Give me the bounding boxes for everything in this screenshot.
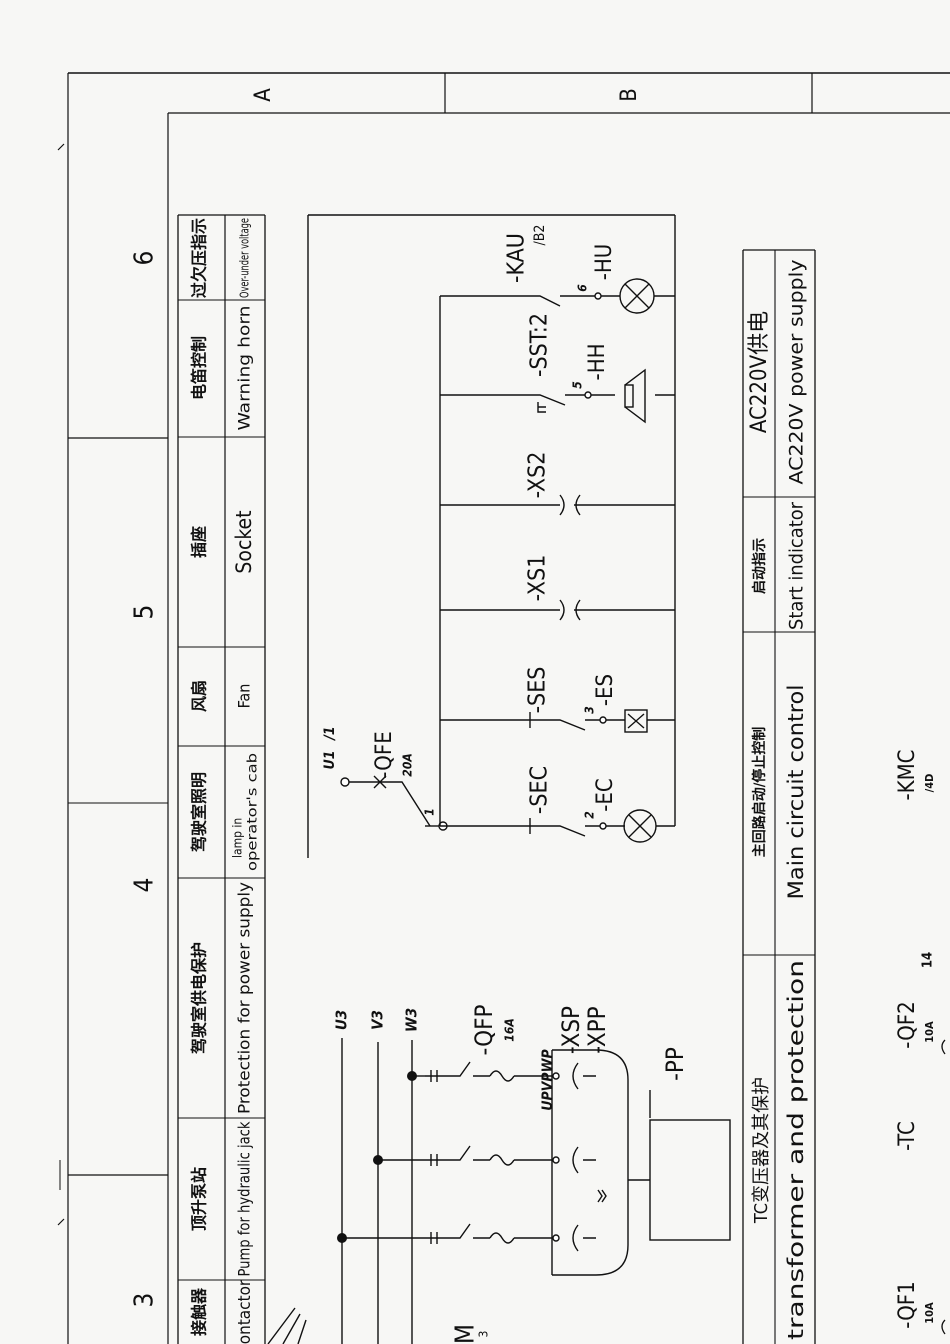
header-horn-en: Warning horn (235, 306, 254, 431)
label-kau-ref: /B2 (532, 225, 548, 246)
grid-row-b: B (617, 88, 642, 102)
label-kmc-ref: /4D (923, 774, 936, 793)
grid-col-4: 4 (130, 878, 160, 893)
label-xs2: -XS2 (525, 452, 551, 499)
label-v3: V3 (369, 1010, 387, 1030)
label-node-2: 2 (583, 811, 597, 819)
label-ses: -SES (525, 667, 551, 714)
footer-main-control-en: Main circuit control (784, 685, 808, 900)
footer-transformer-zh: TC变压器及其保护 (751, 1077, 772, 1224)
header-horn-zh: 电笛控制 (190, 336, 209, 400)
label-hh: -HH (585, 344, 610, 381)
label-qfe: -QFE (372, 731, 397, 778)
label-phases: UPVPWP (540, 1048, 556, 1110)
label-node-14: 14 (921, 952, 936, 968)
header-socket-en: Socket (232, 510, 256, 573)
label-node-5: 5 (571, 381, 585, 389)
header-voltage-en: Over-under voltage (238, 218, 252, 298)
label-qf2-rating: 10A (923, 1021, 936, 1043)
header-cab-lamp-en: lamp in (231, 818, 245, 858)
label-qf1-rating: 10A (923, 1302, 936, 1324)
pump-circuit (267, 1038, 731, 1344)
sheet-frame (67, 72, 950, 1344)
bottom-right-fragments (941, 1039, 946, 1335)
label-ec: -EC (593, 778, 618, 811)
header-contactor-en: ontactor (235, 1279, 255, 1344)
footer-main-control-zh: 主回路启动/停止控制 (751, 727, 768, 858)
label-qfp: -QFP (470, 1004, 498, 1055)
label-u1: U1 (322, 751, 338, 770)
label-qf2: -QF2 (895, 1001, 920, 1049)
label-u1-ref: /1 (322, 726, 338, 741)
footer-ac220-en: AC220V power supply (786, 260, 808, 485)
grid-col-3: 3 (130, 1293, 160, 1308)
label-kmc: -KMC (895, 749, 920, 800)
header-voltage-zh: 过欠压指示 (190, 218, 209, 298)
label-sec: -SEC (527, 766, 553, 814)
header-cab-power-en: Protection for power supply (235, 881, 254, 1114)
header-contactor-zh: 接触器 (190, 1287, 209, 1336)
footer-ac220-zh: AC220V供电 (747, 311, 772, 433)
label-tc: -TC (895, 1121, 920, 1151)
grid-row-a: A (251, 88, 276, 102)
header-fan-zh: 风扇 (190, 680, 209, 712)
label-m: M (451, 1324, 481, 1344)
header-cab-power-zh: 驾驶室供电保护 (190, 942, 209, 1055)
label-m-sub: 3 (477, 1331, 491, 1338)
label-u3: U3 (333, 1010, 351, 1030)
footer-table (742, 249, 816, 1344)
label-node-3: 3 (583, 706, 597, 714)
label-node-1: 1 (423, 808, 437, 816)
grid-col-6: 6 (130, 251, 160, 266)
footer-start-indicator-zh: 启动指示 (751, 538, 768, 594)
label-node-6: 6 (576, 284, 590, 292)
label-es: -ES (593, 674, 618, 706)
header-pump-zh: 顶升泵站 (190, 1167, 209, 1231)
label-qfe-rating: 20A (401, 753, 415, 776)
label-qfp-rating: 16A (503, 1018, 517, 1041)
header-socket-zh: 插座 (190, 526, 209, 558)
header-fan-en: Fan (235, 684, 254, 709)
header-table (177, 214, 266, 1344)
label-sst: -SST:2 (527, 313, 553, 377)
footer-transformer-en: transformer and protection (784, 960, 808, 1340)
footer-start-indicator-en: Start indicator (786, 501, 808, 630)
header-cab-lamp-en2: operator's cab (246, 753, 261, 871)
label-pp: -PP (661, 1047, 689, 1081)
label-w3: W3 (403, 1008, 421, 1032)
ac220-circuit (307, 214, 676, 858)
edge-marks (57, 143, 65, 1226)
label-xs1: -XS1 (525, 555, 551, 602)
header-cab-lamp-zh: 驾驶室照明 (190, 772, 209, 853)
label-kau: -KAU (504, 233, 530, 283)
label-xpp: -XPP (583, 1006, 611, 1053)
label-hu: -HU (592, 244, 617, 281)
label-qf1: -QF1 (895, 1281, 920, 1329)
grid-col-5: 5 (130, 605, 160, 620)
label-xsp: -XSP (557, 1006, 585, 1054)
header-pump-en: Pump for hydraulic jack (235, 1121, 254, 1277)
